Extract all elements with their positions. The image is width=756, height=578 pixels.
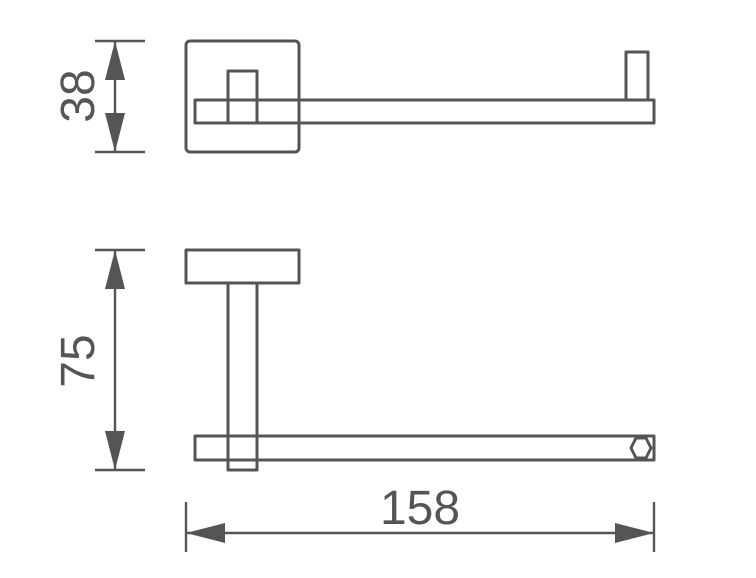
arrow-up [105, 41, 125, 80]
side-view [184, 248, 656, 472]
arrow-down [105, 431, 125, 470]
arrow-left [186, 523, 225, 543]
arrow-up [105, 250, 125, 289]
dimension-158: 158 [184, 482, 656, 552]
holder-arm-side [193, 434, 656, 462]
dimension-label-75: 75 [52, 334, 105, 387]
end-stop-front [624, 50, 650, 102]
front-view [184, 39, 656, 154]
dimension-75: 75 [52, 248, 145, 472]
dimension-label-158: 158 [380, 482, 460, 535]
dimension-38: 38 [52, 39, 145, 154]
arrow-down [105, 113, 125, 152]
arrow-right [615, 523, 654, 543]
holder-arm-front [193, 98, 656, 125]
hex-end-cap-icon [629, 436, 653, 460]
post-side [226, 281, 259, 472]
dimension-label-38: 38 [52, 69, 105, 122]
mounting-post-front [226, 69, 259, 125]
wall-plate-front [184, 39, 301, 154]
wall-plate-side [184, 248, 301, 285]
